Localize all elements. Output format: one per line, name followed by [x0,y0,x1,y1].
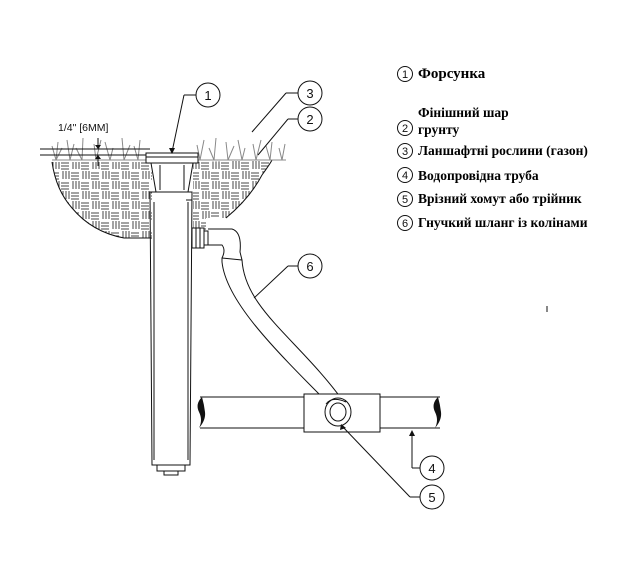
svg-text:2: 2 [402,123,408,135]
svg-text:Ланшафтні рослини (газон): Ланшафтні рослини (газон) [418,143,588,158]
svg-text:2: 2 [306,112,313,127]
dimension-label: 1/4" [6MM] [58,122,108,134]
svg-text:Врізний хомут або трійник: Врізний хомут або трійник [418,191,582,206]
svg-text:6: 6 [402,218,408,230]
svg-text:1: 1 [204,88,211,103]
callout-6: 6 [297,253,323,279]
legend-item-1: 1 Форсунка [397,66,486,82]
legend-item-6: 6 Гнучкий шланг із колінами [397,215,588,231]
svg-text:3: 3 [306,86,313,101]
legend: 1 Форсунка 2 Фінішний шар грунту 3 Ланша… [397,66,588,231]
svg-text:Гнучкий шланг із колінами: Гнучкий шланг із колінами [418,215,588,230]
side-inlet-fitting [191,227,209,249]
svg-text:6: 6 [306,259,313,274]
svg-text:1: 1 [402,69,408,81]
svg-text:4: 4 [428,461,435,476]
svg-text:5: 5 [402,194,408,206]
callout-3: 3 [297,80,323,106]
dimension-annotation: 1/4" [6MM] [40,122,150,166]
svg-text:Форсунка: Форсунка [418,66,486,82]
grass-layer [51,137,286,161]
svg-text:Фінішний шар: Фінішний шар [418,105,509,120]
flexible-hose [208,228,347,406]
saddle-tee [303,393,381,433]
leader-lines [169,92,420,498]
svg-text:5: 5 [428,490,435,505]
legend-item-4: 4 Водопровідна труба [397,167,539,183]
legend-item-2: 2 Фінішний шар грунту [397,105,509,137]
callout-1: 1 [195,82,221,108]
svg-text:4: 4 [402,170,408,182]
legend-item-3: 3 Ланшафтні рослини (газон) [397,143,588,159]
legend-item-5: 5 Врізний хомут або трійник [397,191,582,207]
sprinkler-body [145,152,199,476]
callout-4: 4 [419,455,445,481]
water-pipe [197,396,442,429]
svg-text:Водопровідна труба: Водопровідна труба [418,168,539,183]
svg-text:грунту: грунту [418,122,459,137]
callout-2: 2 [297,106,323,132]
svg-text:3: 3 [402,146,408,158]
callout-5: 5 [419,484,445,510]
